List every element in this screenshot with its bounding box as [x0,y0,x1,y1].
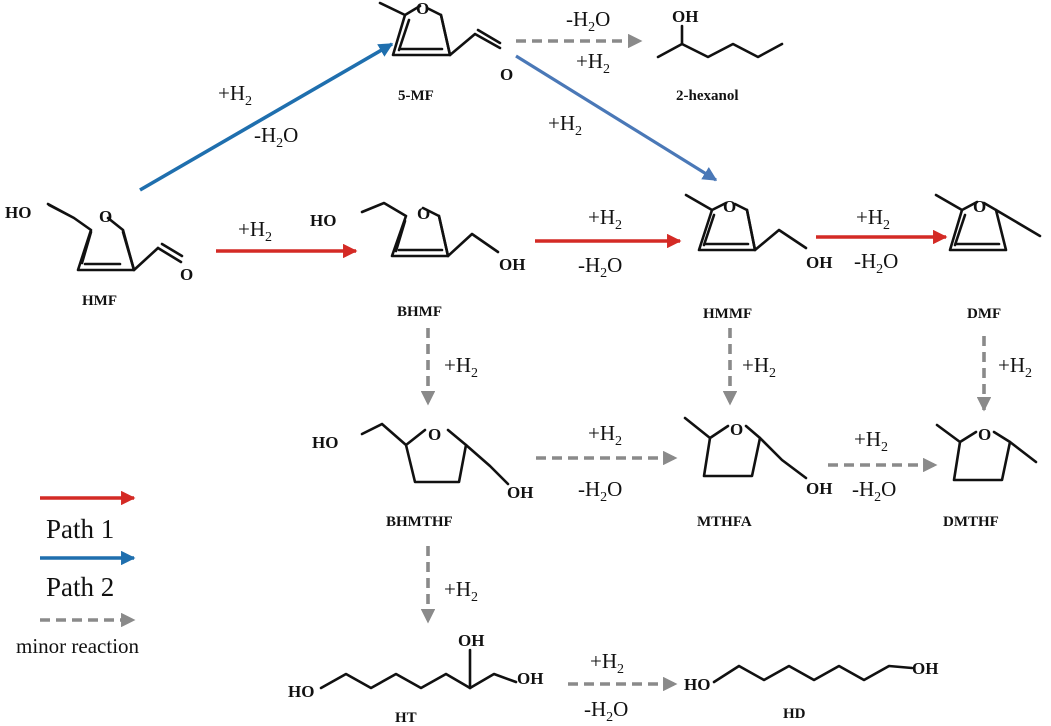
cond-minus-h2o: -H2O [566,7,610,35]
cond-minus-h2o: -H2O [578,253,622,281]
cond-minus-h2o: -H2O [578,477,622,505]
cond-5mf-2-hexanol: -H2O +H2 [566,7,610,77]
hydroxyl-label: OH [806,479,832,498]
cond-plus-h2: +H2 [742,353,776,381]
molecule-hd: HO OH HD [684,659,938,722]
hydroxyl-left: HO [288,682,314,701]
label-5mf: 5-MF [398,88,434,104]
carbonyl-oxygen: O [500,65,513,84]
hydroxyl-top: OH [458,631,484,650]
cond-plus-h2: +H2 [218,81,252,109]
ring-oxygen: O [978,425,991,444]
cond-plus-h2: +H2 [588,421,622,449]
label-ht: HT [395,710,417,726]
cond-hmf-5mf: +H2 -H2O [218,81,298,151]
molecule-dmthf: O DMTHF [935,423,1038,530]
hydroxyl-label: OH [806,253,832,272]
cond-plus-h2: +H2 [588,205,622,233]
ring-oxygen: O [99,207,112,226]
label-hmf: HMF [82,293,117,309]
molecule-bhmthf: O HO OH BHMTHF [312,422,533,530]
cond-bhmf-hmmf: +H2 -H2O [578,205,622,281]
arrow-hmf-to-5mf [139,42,394,192]
molecule-mthfa: O OH MTHFA [683,416,832,530]
ring-oxygen: O [416,0,429,18]
label-dmthf: DMTHF [943,514,999,530]
label-hmmf: HMMF [703,306,752,322]
cond-5mf-hmmf: +H2 [548,111,582,139]
cond-minus-h2o: -H2O [254,123,298,151]
legend-path1-label: Path 1 [46,514,114,544]
label-dmf: DMF [967,306,1001,322]
cond-plus-h2: +H2 [444,577,478,605]
cond-plus-h2: +H2 [590,649,624,677]
label-mthfa: MTHFA [697,514,752,530]
ring-oxygen: O [973,197,986,216]
cond-hmf-bhmf: +H2 [238,217,272,245]
molecule-hmf: O HO O HMF [5,202,193,309]
cond-plus-h2: +H2 [856,205,890,233]
molecule-5mf: O O 5-MF [378,0,513,104]
cond-bhmthf-ht: +H2 [444,577,478,605]
molecule-bhmf: O HO OH BHMF [310,201,525,320]
molecule-dmf: O DMF [934,193,1042,322]
hydroxyl-right: OH [499,255,525,274]
hydroxyl-left: HO [310,211,336,230]
cond-plus-h2: +H2 [998,353,1032,381]
cond-hmmf-dmf: +H2 -H2O [854,205,898,277]
ring-oxygen: O [417,204,430,223]
cond-mthfa-dmthf: +H2 -H2O [852,427,896,505]
ring-oxygen: O [428,425,441,444]
cond-plus-h2: +H2 [548,111,582,139]
cond-plus-h2: +H2 [444,353,478,381]
hydroxyl-left: HO [312,433,338,452]
carbonyl-oxygen: O [180,265,193,284]
cond-minus-h2o: -H2O [852,477,896,505]
cond-bhmthf-mthfa: +H2 -H2O [578,421,622,505]
molecule-ht: HO OH OH HT [288,631,543,726]
hydroxyl-right: OH [912,659,938,678]
hydroxyl-right: OH [507,483,533,502]
cond-plus-h2: +H2 [854,427,888,455]
legend-path2-label: Path 2 [46,572,114,602]
molecule-2-hexanol: OH 2-hexanol [656,7,784,104]
label-2-hexanol: 2-hexanol [676,88,739,104]
hydroxyl-left: HO [684,675,710,694]
cond-bhmf-bhmthf: +H2 [444,353,478,381]
label-bhmthf: BHMTHF [386,514,453,530]
cond-plus-h2: +H2 [576,49,610,77]
cond-hmmf-mthfa: +H2 [742,353,776,381]
cond-minus-h2o: -H2O [584,697,628,725]
ring-oxygen: O [730,420,743,439]
cond-dmf-dmthf: +H2 [998,353,1032,381]
legend: Path 1 Path 2 minor reaction [16,490,140,658]
arrow-5mf-to-hmmf [515,54,718,182]
molecule-hmmf: O OH HMMF [684,193,832,322]
label-hd: HD [783,706,806,722]
ring-oxygen: O [723,197,736,216]
legend-minor-label: minor reaction [16,634,140,658]
hydroxyl-label: OH [672,7,698,26]
cond-minus-h2o: -H2O [854,249,898,277]
hydroxyl-right: OH [517,669,543,688]
label-bhmf: BHMF [397,304,442,320]
cond-plus-h2: +H2 [238,217,272,245]
hydroxyl-label: HO [5,203,31,222]
cond-ht-hd: +H2 -H2O [584,649,628,725]
